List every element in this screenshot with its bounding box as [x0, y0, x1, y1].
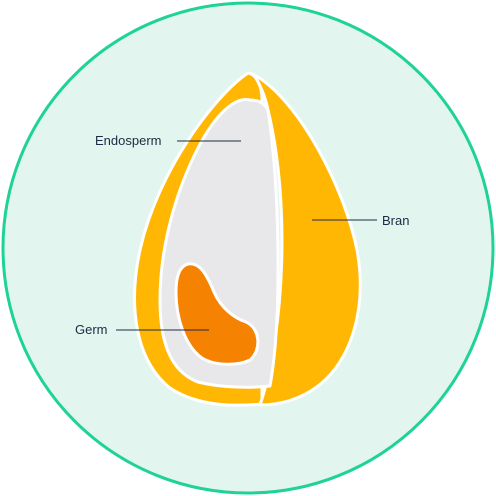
germ-label: Germ [75, 322, 108, 337]
bran-label: Bran [382, 213, 409, 228]
endosperm-label: Endosperm [95, 133, 161, 148]
germ-region [174, 262, 260, 366]
